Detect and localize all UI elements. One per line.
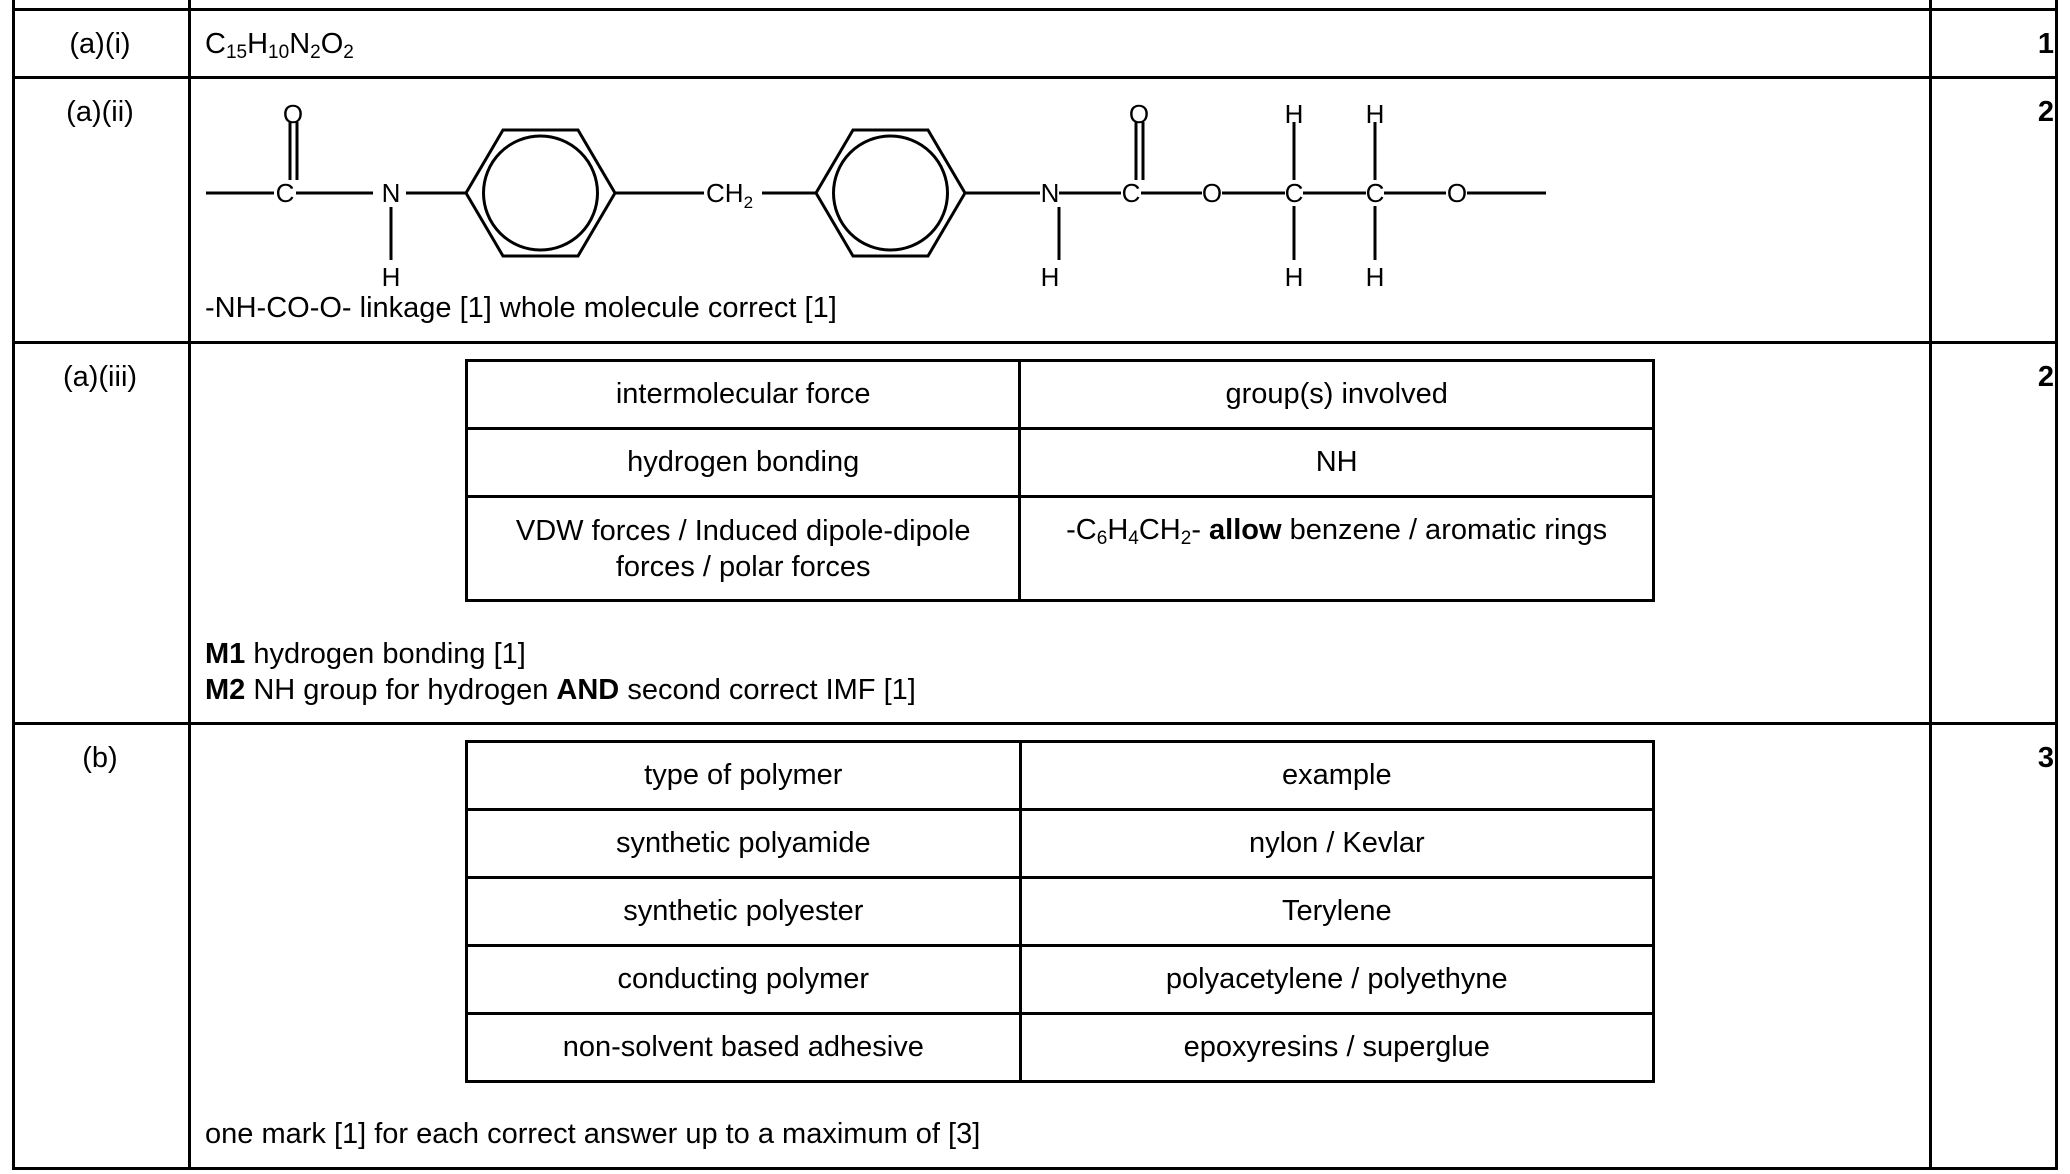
hydrogen-atom: H: [1285, 99, 1304, 129]
table-cell: intermolecular force: [464, 359, 1022, 430]
answer-formula: C15H10N2O2: [205, 28, 354, 63]
table-header-row: intermolecular force group(s) involved: [464, 359, 1655, 430]
row-divider: [12, 76, 2058, 79]
question-label: (b): [82, 742, 118, 774]
marking-note: one mark [1] for each correct answer up …: [205, 1118, 981, 1150]
oxygen-atom: O: [283, 99, 303, 129]
table-cell: type of polymer: [465, 740, 1022, 811]
table-cell: synthetic polyamide: [465, 808, 1022, 879]
oxygen-atom: O: [1129, 99, 1149, 129]
table-cell: nylon / Kevlar: [1018, 808, 1656, 879]
nitrogen-atom: N: [1041, 178, 1060, 208]
hydrogen-atom: H: [382, 262, 401, 292]
table-cell: example: [1018, 740, 1656, 811]
row-divider: [12, 1167, 2058, 1170]
question-label: (a)(ii): [66, 96, 134, 128]
column-divider: [1929, 0, 1932, 1170]
marking-point-m2: M2 NH group for hydrogen AND second corr…: [205, 674, 916, 706]
marking-point-m1: M1 hydrogen bonding [1]: [205, 638, 526, 670]
ch2-group: CH2: [706, 178, 753, 212]
row-divider: [12, 341, 2058, 344]
column-divider: [2055, 0, 2058, 1170]
table-row: VDW forces / Induced dipole-dipole force…: [464, 495, 1655, 602]
table-cell: Terylene: [1018, 876, 1656, 947]
table-cell: polyacetylene / polyethyne: [1018, 944, 1656, 1015]
column-divider: [188, 0, 191, 1170]
table-cell: conducting polymer: [465, 944, 1022, 1015]
mark-value: 2: [2037, 361, 2054, 393]
carbon-atom: C: [1366, 178, 1385, 208]
question-label: (a)(iii): [62, 361, 138, 393]
hydrogen-atom: H: [1041, 262, 1060, 292]
table-cell: synthetic polyester: [465, 876, 1022, 947]
hydrogen-atom: H: [1366, 99, 1385, 129]
polyurethane-structure: O C N H CH2 N H O C O H C H H C H O: [206, 99, 1546, 292]
table-row: non-solvent based adhesive epoxyresins /…: [465, 1012, 1656, 1083]
table-cell: group(s) involved: [1018, 359, 1655, 430]
question-label: (a)(i): [69, 28, 131, 60]
polymer-type-table: type of polymer example synthetic polyam…: [465, 740, 1656, 1083]
table-cell: epoxyresins / superglue: [1018, 1012, 1656, 1083]
carbon-atom: C: [1122, 178, 1141, 208]
oxygen-atom: O: [1447, 178, 1467, 208]
row-divider: [12, 8, 2058, 11]
table-cell: hydrogen bonding: [464, 427, 1022, 498]
mark-value: 2: [2037, 96, 2054, 128]
row-divider: [12, 722, 2058, 725]
table-cell: -C6H4CH2- allow benzene / aromatic rings: [1018, 495, 1655, 602]
table-row: synthetic polyamide nylon / Kevlar: [465, 808, 1656, 879]
nitrogen-atom: N: [382, 178, 401, 208]
column-divider: [12, 0, 15, 1170]
structure-note: -NH-CO-O- linkage [1] whole molecule cor…: [205, 292, 837, 324]
carbon-atom: C: [276, 178, 295, 208]
hydrogen-atom: H: [1285, 262, 1304, 292]
table-cell: VDW forces / Induced dipole-dipole force…: [464, 495, 1022, 602]
table-row: synthetic polyester Terylene: [465, 876, 1656, 947]
carbon-atom: C: [1285, 178, 1304, 208]
table-cell: NH: [1018, 427, 1655, 498]
mark-value: 1: [2037, 28, 2054, 60]
table-cell: non-solvent based adhesive: [465, 1012, 1022, 1083]
oxygen-atom: O: [1202, 178, 1222, 208]
mark-value: 3: [2037, 742, 2054, 774]
table-row: hydrogen bonding NH: [464, 427, 1655, 498]
table-row: conducting polymer polyacetylene / polye…: [465, 944, 1656, 1015]
cell-line: forces / polar forces: [615, 550, 871, 583]
intermolecular-force-table: intermolecular force group(s) involved h…: [464, 359, 1655, 602]
cell-line: VDW forces / Induced dipole-dipole: [515, 514, 971, 547]
table-header-row: type of polymer example: [465, 740, 1656, 811]
hydrogen-atom: H: [1366, 262, 1385, 292]
